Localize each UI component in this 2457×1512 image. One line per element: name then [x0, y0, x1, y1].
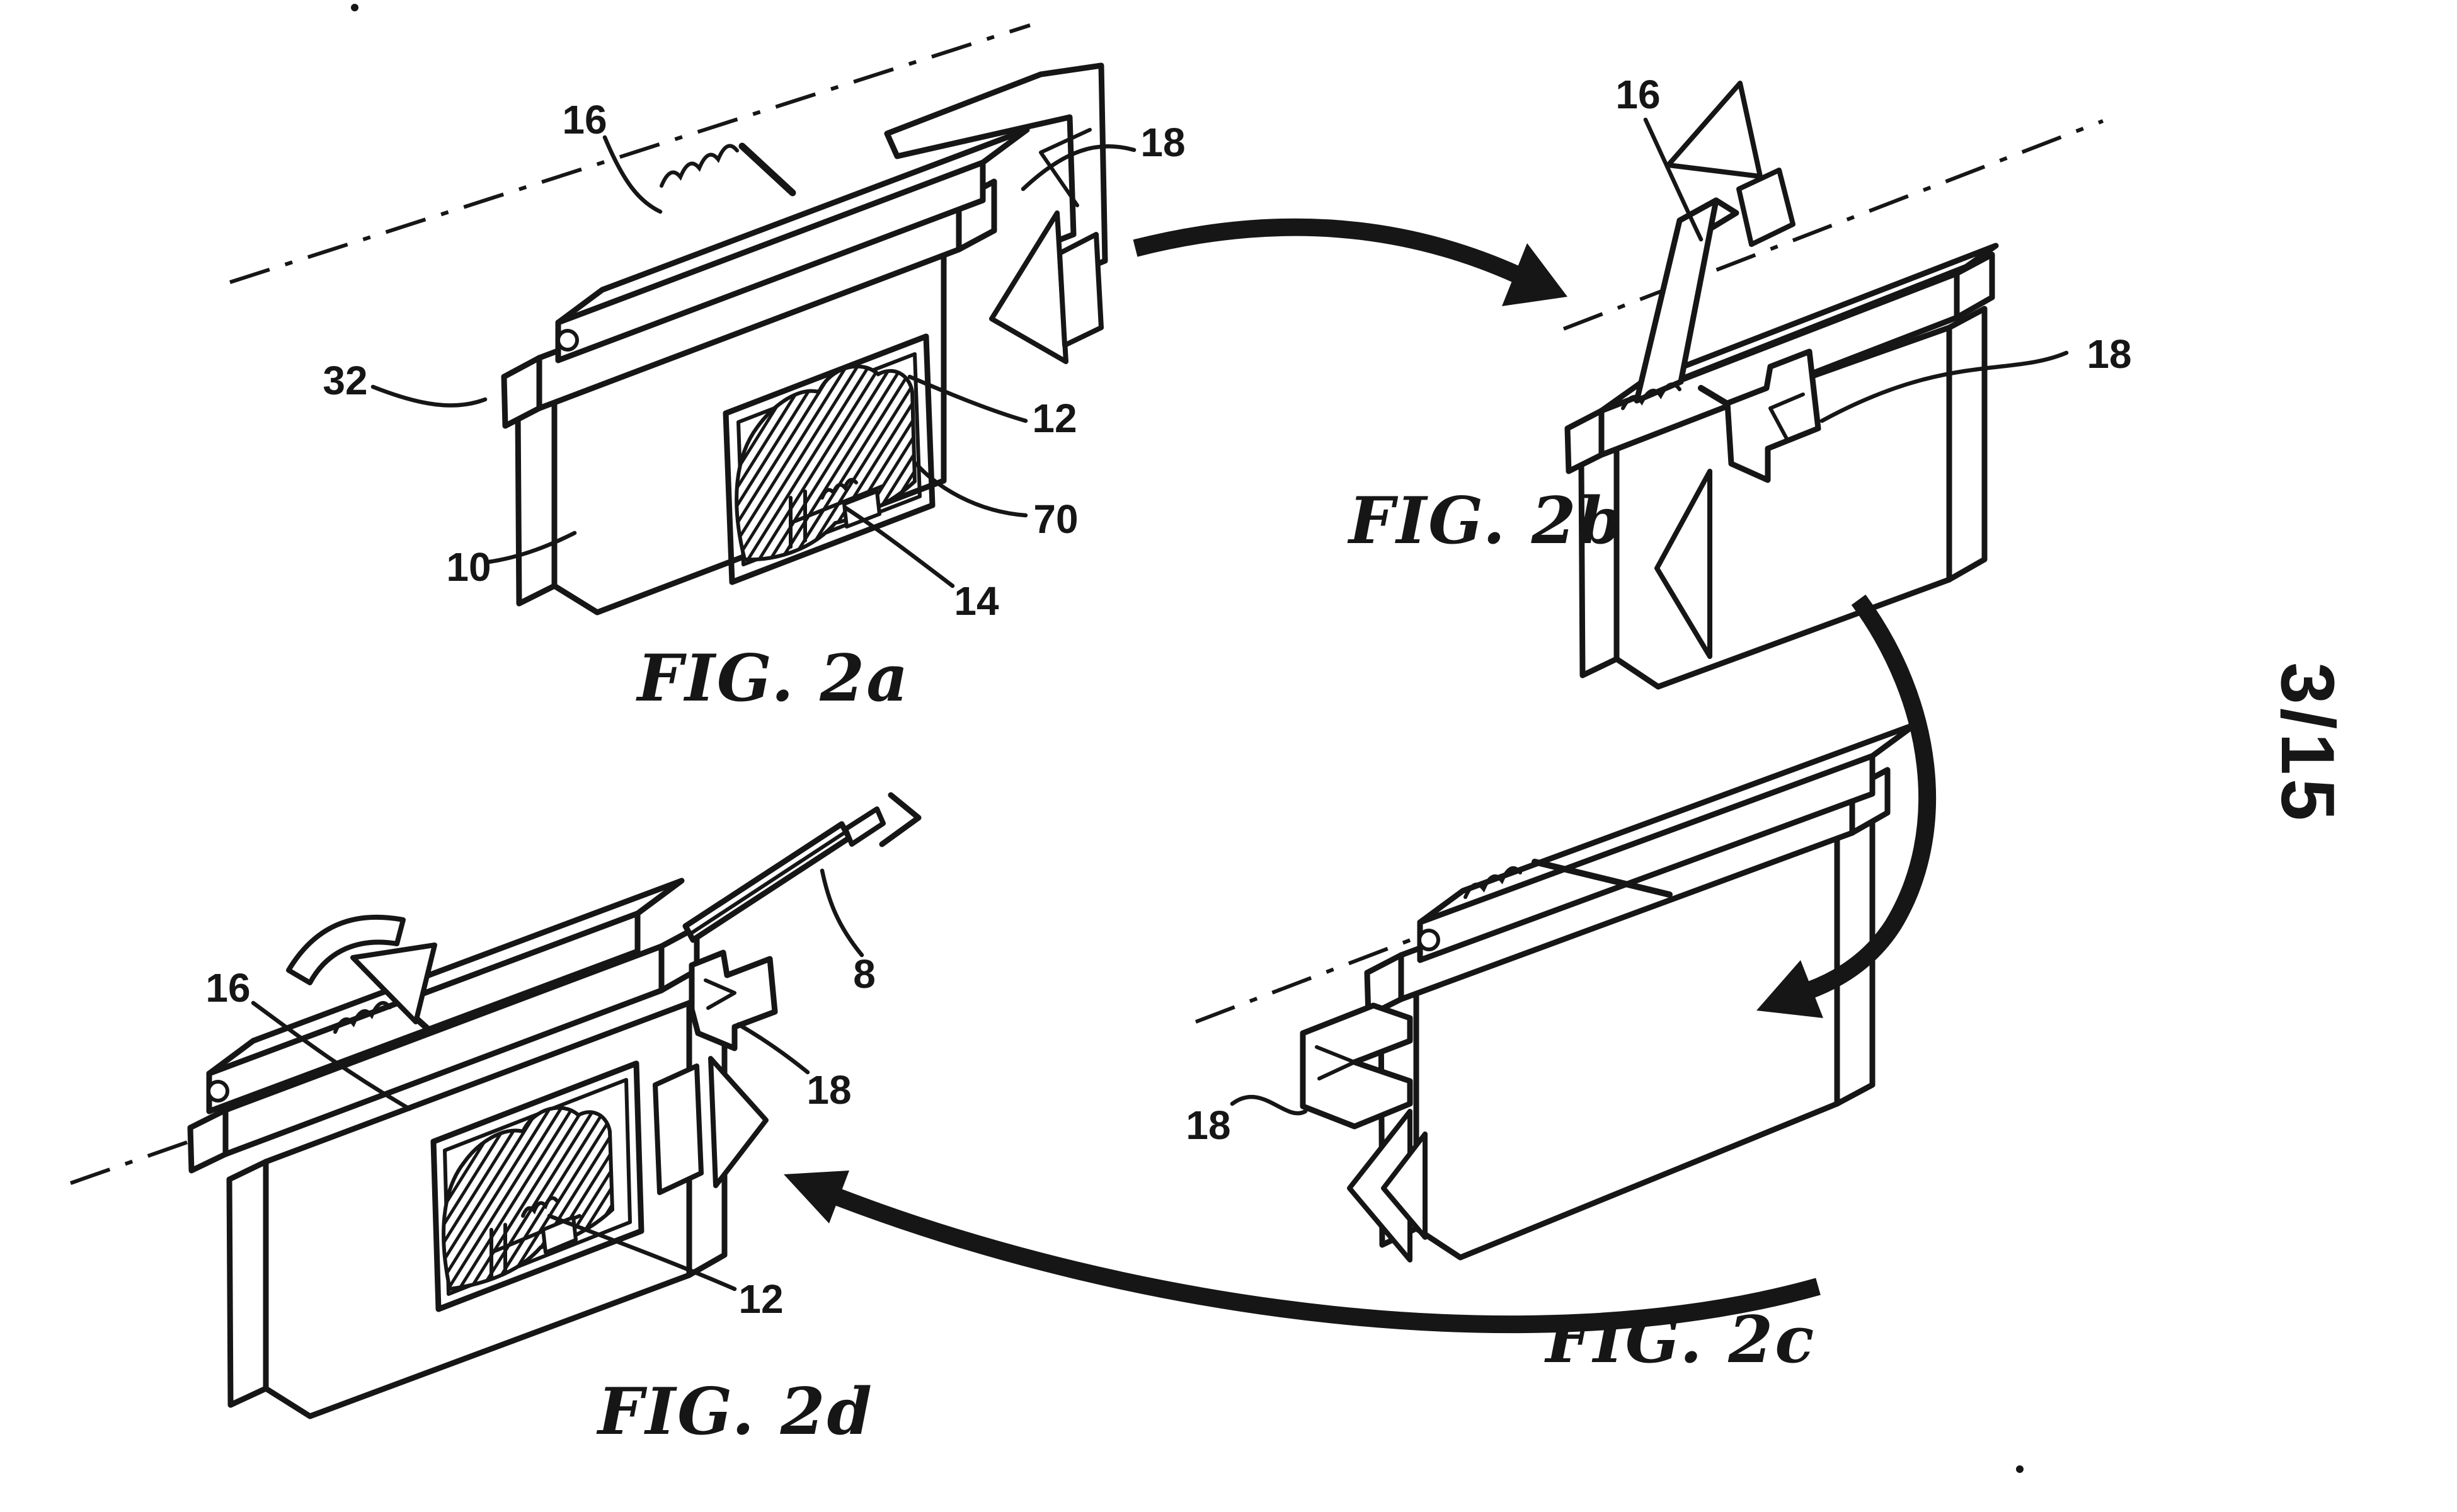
- strip-arrow-head-icon: [879, 792, 922, 847]
- ink-absorber-hatched: [735, 364, 917, 562]
- arrow-2c-to-2d-shaft: [834, 1188, 1821, 1334]
- clip-notch-lines: [1768, 392, 1805, 443]
- clip-notch-lines: [1039, 128, 1092, 207]
- leader-16: [602, 135, 663, 214]
- ref-label-18: 18: [806, 1067, 851, 1113]
- hollow-open-arrow-tail: [1736, 168, 1796, 247]
- pull-strip-line: [689, 831, 846, 936]
- figure-2c-drawing: 18 FIG. 2c: [1186, 721, 1918, 1378]
- arrow-2c-to-2d-head: [784, 1171, 849, 1223]
- arrow-2a-to-2b-shaft: [1133, 218, 1521, 283]
- mechanism-spring: [521, 1196, 559, 1218]
- cassette-right-face: [1946, 306, 1988, 583]
- housing-right-face: [1954, 251, 1995, 321]
- hollow-arrow-tail: [1057, 232, 1104, 348]
- leader-16: [251, 1000, 412, 1111]
- hinge-pin-hole: [1418, 929, 1440, 951]
- scan-speck: [351, 4, 358, 11]
- leader-16: [1643, 117, 1704, 242]
- leader-8: [820, 868, 864, 958]
- leader-10: [486, 530, 577, 564]
- mechanism-struts: [789, 484, 884, 549]
- figure-caption-2a: FIG. 2a: [636, 641, 910, 716]
- hollow-close-arrow-tail: [286, 914, 406, 985]
- arrow-2a-to-2b-head: [1502, 243, 1567, 306]
- housing-end-face: [187, 1107, 229, 1174]
- ref-label-12: 12: [1032, 396, 1077, 441]
- retainer-clip: [689, 949, 778, 1051]
- hollow-arrow-left-icon: [1654, 469, 1712, 659]
- figure-caption-2b: FIG. 2b: [1347, 483, 1625, 559]
- mechanism-spring: [820, 478, 858, 500]
- hollow-arrow-right-icon: [708, 1056, 769, 1188]
- ref-label-18: 18: [1140, 120, 1185, 165]
- leader-18: [736, 1022, 810, 1075]
- leader-18: [1819, 350, 2069, 423]
- mechanism-holder: [842, 490, 881, 529]
- ref-label-16: 16: [205, 965, 250, 1011]
- leader-12: [907, 374, 1028, 423]
- leader-14: [843, 505, 955, 588]
- clip-notch-lines: [1315, 1045, 1356, 1080]
- hinge-pin: [1532, 859, 1673, 898]
- figure-2b-drawing: 16 18 FIG. 2b: [1347, 72, 2132, 690]
- leader-70: [914, 461, 1028, 518]
- arrow-2b-to-2c-shaft: [1806, 594, 1937, 999]
- cassette-side-face: [226, 1159, 269, 1408]
- hinge-spring-coil: [1621, 382, 1681, 410]
- sequence-arrows: [784, 218, 1937, 1334]
- hollow-arrow-left-icon: [989, 210, 1068, 364]
- hollow-arrow-right-tail: [653, 1063, 704, 1195]
- figure-2d-drawing: 16 8 18 12 FIG. 2d: [70, 792, 922, 1450]
- strip-arrow-tail: [843, 806, 886, 847]
- hollow-close-arrow-icon: [350, 942, 437, 1024]
- center-axis-line: [229, 23, 1031, 284]
- ref-label-16: 16: [1615, 72, 1660, 117]
- ref-label-70: 70: [1033, 496, 1078, 542]
- hinge-pin-hole: [556, 329, 579, 352]
- ref-label-12: 12: [738, 1276, 783, 1322]
- figure-2a-drawing: 16 18 32 12 70 10 14 FIG. 2a: [229, 23, 1186, 716]
- ref-label-16: 16: [562, 97, 607, 142]
- leader-18: [1230, 1094, 1308, 1116]
- hollow-open-arrow-icon: [1666, 81, 1763, 179]
- cassette-side-face: [515, 391, 558, 607]
- hinge-pin-hole: [207, 1080, 229, 1102]
- lid-front-face: [1417, 753, 1876, 963]
- lid-front-face: [555, 159, 986, 364]
- figure-caption-2d: FIG. 2d: [596, 1374, 874, 1450]
- ref-label-14: 14: [954, 578, 999, 624]
- retainer-clip-detached: [1300, 1002, 1413, 1130]
- leader-12: [547, 1213, 737, 1292]
- lid-front-face: [206, 910, 641, 1114]
- hollow-arrow-left-inner-icon: [1381, 1131, 1428, 1240]
- cassette-side-face: [1578, 442, 1620, 679]
- window-outer-frame: [430, 1060, 644, 1312]
- ref-label-18: 18: [2087, 331, 2131, 377]
- leader-32: [370, 384, 488, 408]
- sheet-number: 3/15: [2265, 662, 2350, 825]
- arrow-2b-to-2c-head: [1756, 960, 1823, 1018]
- hinge-spring-coil: [660, 144, 739, 188]
- center-axis-line: [1562, 119, 2104, 331]
- hinge-spring-coil: [333, 1000, 392, 1034]
- ref-label-10: 10: [446, 544, 491, 590]
- ref-label-18: 18: [1186, 1102, 1230, 1148]
- hinge-spring-coil: [1463, 866, 1522, 899]
- ref-label-8: 8: [853, 951, 876, 997]
- hinge-pin: [738, 142, 796, 197]
- ref-label-32: 32: [323, 358, 367, 403]
- leader-18: [1021, 144, 1137, 192]
- ink-absorber-hatched: [442, 1106, 615, 1292]
- window-outer-frame: [723, 333, 936, 585]
- scan-speck: [2016, 1465, 2024, 1473]
- clip-notch-lines: [704, 978, 736, 1010]
